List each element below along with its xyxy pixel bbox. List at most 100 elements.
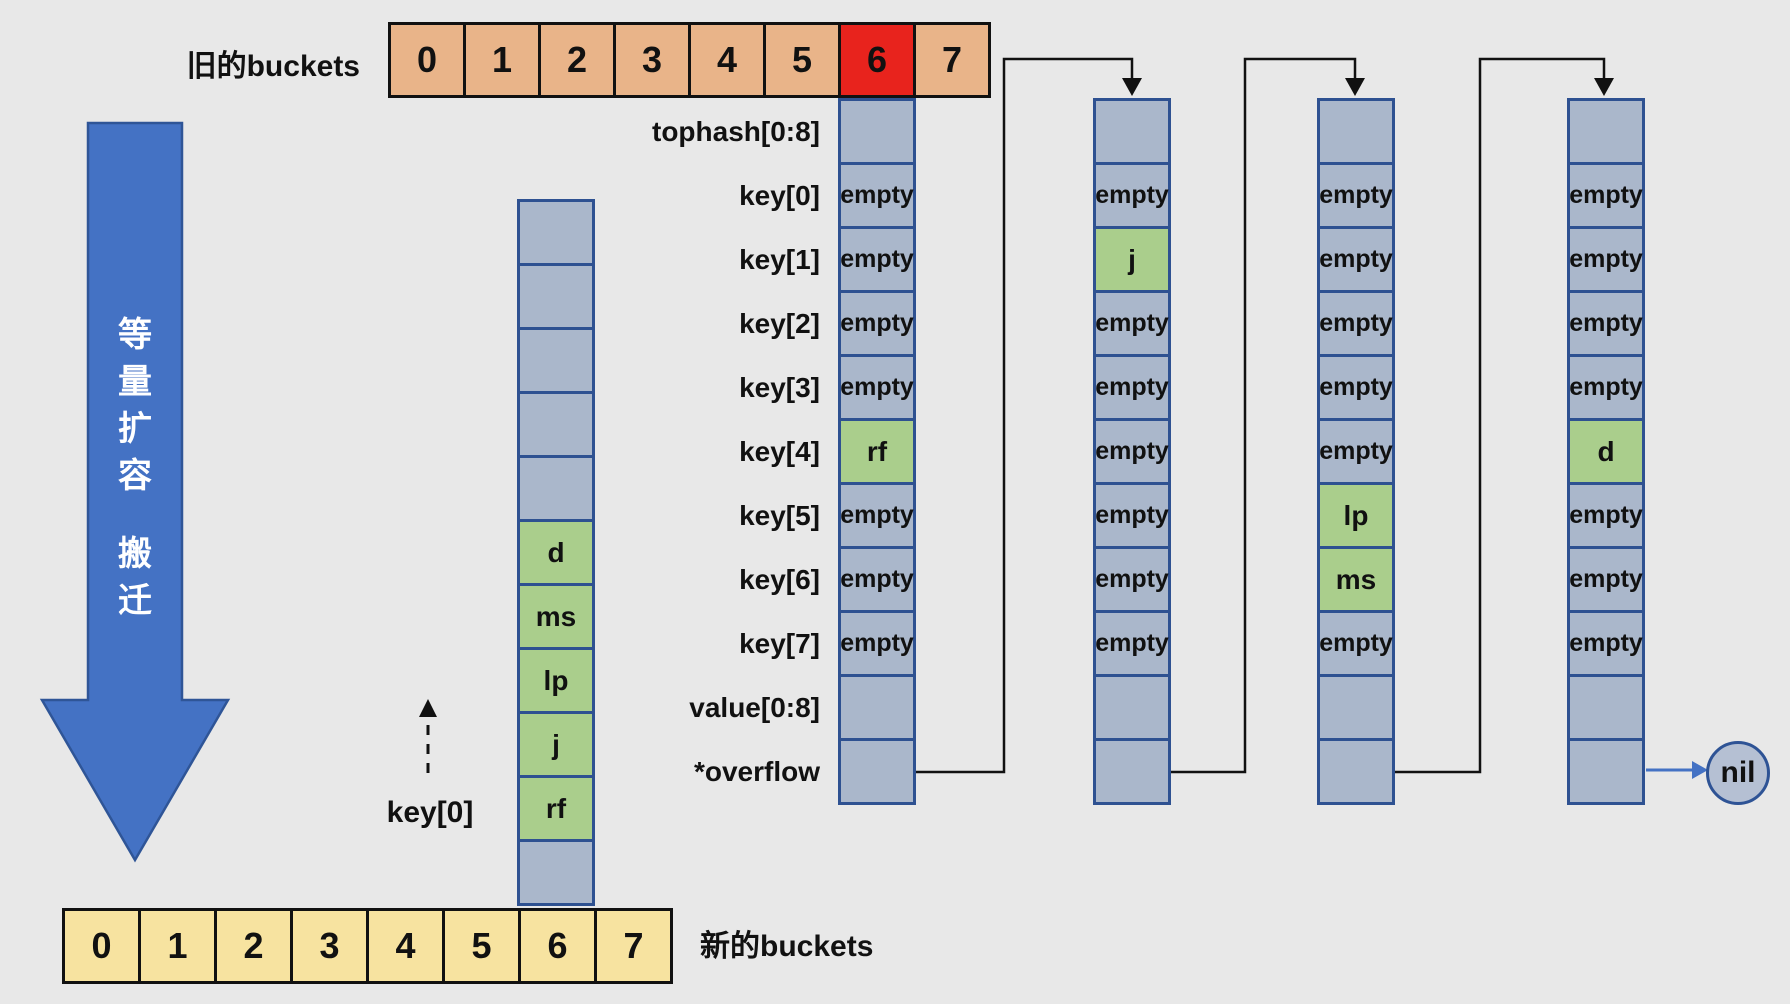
bucket1-key2: empty: [838, 290, 916, 357]
old-buckets-label: 旧的buckets: [186, 50, 360, 83]
bucket4-key2: empty: [1567, 290, 1645, 357]
bucket4-key5: empty: [1567, 482, 1645, 549]
bucket4-key3: empty: [1567, 354, 1645, 421]
bucket4-key7: empty: [1567, 610, 1645, 677]
bucket-struct-labels: tophash[0:8] key[0] key[1] key[2] key[3]…: [520, 98, 820, 838]
old-bucket-cell-3: 3: [613, 22, 691, 98]
label-key2: key[2]: [739, 307, 820, 339]
label-key4: key[4]: [739, 435, 820, 467]
bucket4-key1: empty: [1567, 226, 1645, 293]
bucket1-key7: empty: [838, 610, 916, 677]
new-bucket-cell-5: 5: [442, 908, 521, 984]
bucket4-value: [1567, 674, 1645, 741]
label-tophash: tophash[0:8]: [652, 115, 820, 147]
old-bucket-cell-4: 4: [688, 22, 766, 98]
bucket2-key4: empty: [1093, 418, 1171, 485]
bucket3-key4: empty: [1317, 418, 1395, 485]
label-key6: key[6]: [739, 563, 820, 595]
arrow-char: 等: [118, 316, 152, 354]
new-bucket-cell-3: 3: [290, 908, 369, 984]
bucket3-key0: empty: [1317, 162, 1395, 229]
old-bucket-cell-6-highlighted: 6: [838, 22, 916, 98]
bucket2-tophash: [1093, 98, 1171, 165]
label-key0: key[0]: [739, 179, 820, 211]
bucket1-key3: empty: [838, 354, 916, 421]
arrow-char: 容: [118, 457, 152, 495]
bucket2-key5: empty: [1093, 482, 1171, 549]
newbucket-cell-1: [517, 263, 595, 330]
old-bucket-cell-0: 0: [388, 22, 466, 98]
bucket4-key4: d: [1567, 418, 1645, 485]
new-bucket-cell-1: 1: [138, 908, 217, 984]
bucket2-overflow: [1093, 738, 1171, 805]
new-bucket-cell-6-highlighted: 6: [518, 908, 597, 984]
newbucket-cell-d: d: [517, 519, 595, 586]
overflow-link-3-arrowhead: [1594, 78, 1614, 96]
bucket3-key5: lp: [1317, 482, 1395, 549]
migration-arrow-text: 等 量 扩 容 搬 迁: [101, 312, 169, 625]
bucket2-value: [1093, 674, 1171, 741]
bucket2-key7: empty: [1093, 610, 1171, 677]
key0-pointer-label: key[0]: [386, 796, 474, 829]
nil-badge: nil: [1706, 741, 1770, 805]
label-key5: key[5]: [739, 499, 820, 531]
overflow-bucket-2: empty j empty empty empty empty empty em…: [1093, 98, 1171, 805]
bucket1-key6: empty: [838, 546, 916, 613]
bucket1-tophash: [838, 98, 916, 165]
bucket4-tophash: [1567, 98, 1645, 165]
bucket1-key4: rf: [838, 418, 916, 485]
bucket3-key1: empty: [1317, 226, 1395, 293]
old-buckets-row: 0 1 2 3 4 5 6 7: [388, 22, 991, 98]
bucket3-overflow: [1317, 738, 1395, 805]
overflow-bucket-1: empty empty empty empty rf empty empty e…: [838, 98, 916, 805]
key0-arrowhead: [419, 699, 437, 717]
bucket3-key2: empty: [1317, 290, 1395, 357]
bucket4-key0: empty: [1567, 162, 1645, 229]
newbucket-cell-10: [517, 839, 595, 906]
old-bucket-cell-5: 5: [763, 22, 841, 98]
bucket2-key0: empty: [1093, 162, 1171, 229]
new-bucket-cell-4: 4: [366, 908, 445, 984]
label-key3: key[3]: [739, 371, 820, 403]
bucket3-tophash: [1317, 98, 1395, 165]
bucket1-key0: empty: [838, 162, 916, 229]
new-bucket-column: d ms lp j rf: [517, 199, 595, 906]
newbucket-cell-lp: lp: [517, 647, 595, 714]
new-bucket-cell-7: 7: [594, 908, 673, 984]
bucket2-key1: j: [1093, 226, 1171, 293]
overflow-bucket-3: empty empty empty empty empty lp ms empt…: [1317, 98, 1395, 805]
label-key7: key[7]: [739, 627, 820, 659]
arrow-char: 扩: [118, 410, 152, 448]
arrow-char: 搬: [118, 535, 152, 573]
newbucket-cell-4: [517, 455, 595, 522]
newbucket-cell-2: [517, 327, 595, 394]
new-buckets-label: 新的buckets: [700, 930, 874, 963]
overflow-bucket-4: empty empty empty empty d empty empty em…: [1567, 98, 1645, 805]
newbucket-cell-0: [517, 199, 595, 266]
bucket4-overflow: [1567, 738, 1645, 805]
bucket3-value: [1317, 674, 1395, 741]
arrow-char: 量: [118, 363, 152, 401]
bucket1-value: [838, 674, 916, 741]
old-bucket-cell-1: 1: [463, 22, 541, 98]
newbucket-cell-rf: rf: [517, 775, 595, 842]
label-key1: key[1]: [739, 243, 820, 275]
new-buckets-row: 0 1 2 3 4 5 6 7: [62, 908, 673, 984]
bucket3-key6: ms: [1317, 546, 1395, 613]
old-bucket-cell-7: 7: [913, 22, 991, 98]
newbucket-cell-j: j: [517, 711, 595, 778]
bucket1-key5: empty: [838, 482, 916, 549]
label-overflow: *overflow: [693, 755, 820, 787]
arrow-char: 迁: [118, 582, 152, 620]
bucket1-key1: empty: [838, 226, 916, 293]
old-bucket-cell-2: 2: [538, 22, 616, 98]
bucket4-key6: empty: [1567, 546, 1645, 613]
bucket3-key3: empty: [1317, 354, 1395, 421]
overflow-link-1-arrowhead: [1122, 78, 1142, 96]
bucket1-overflow: [838, 738, 916, 805]
bucket2-key3: empty: [1093, 354, 1171, 421]
new-bucket-cell-2: 2: [214, 908, 293, 984]
newbucket-cell-ms: ms: [517, 583, 595, 650]
label-value: value[0:8]: [689, 691, 820, 723]
